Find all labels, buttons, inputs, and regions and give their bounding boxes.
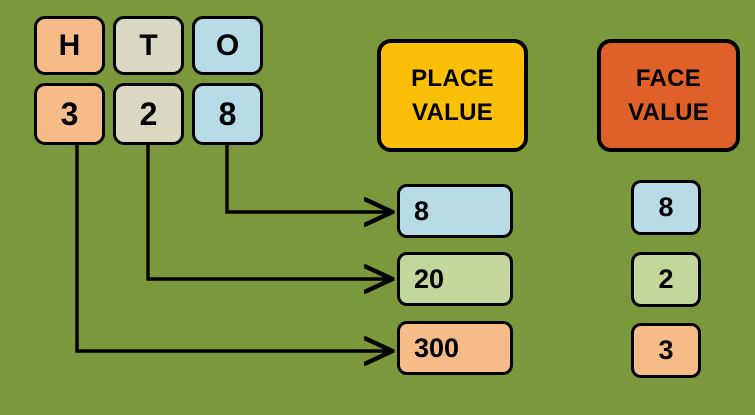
face-value-hundreds: 3: [631, 323, 701, 378]
face-value-ones: 8: [631, 180, 701, 235]
face-value-header-line1: FACE: [635, 64, 702, 92]
face-value-header-line2: VALUE: [627, 98, 710, 126]
place-value-tens: 20: [397, 252, 513, 306]
connector-ones: [225, 145, 391, 212]
digit-hundreds: 3: [34, 83, 105, 145]
digit-ones: 8: [192, 83, 263, 145]
connector-tens: [146, 145, 391, 279]
place-name-tens: T: [113, 16, 184, 75]
face-value-tens: 2: [631, 252, 701, 307]
place-value-hundreds: 300: [397, 321, 513, 375]
face-value-header: FACE VALUE: [597, 39, 740, 152]
digit-tens: 2: [113, 83, 184, 145]
place-value-header-line2: VALUE: [411, 98, 494, 126]
connector-hundreds: [75, 145, 391, 351]
place-name-ones: O: [192, 16, 263, 75]
place-name-hundreds: H: [34, 16, 105, 75]
place-value-header: PLACE VALUE: [377, 39, 528, 152]
place-value-ones: 8: [397, 184, 513, 238]
place-value-header-line1: PLACE: [411, 64, 494, 92]
